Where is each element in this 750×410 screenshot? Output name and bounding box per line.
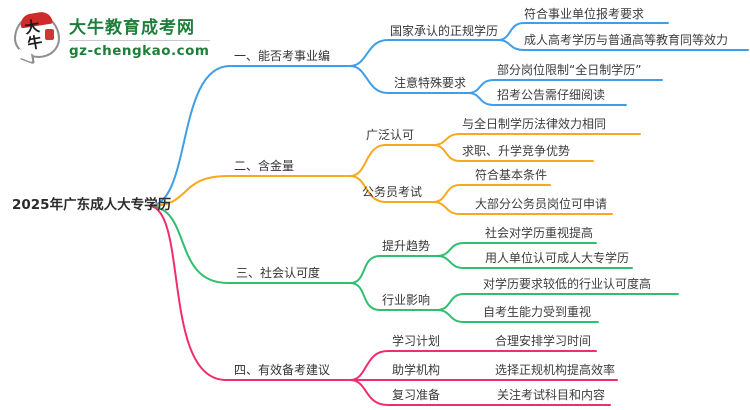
branch-3-connectors: [149, 205, 679, 323]
branch-4-connectors: [149, 205, 618, 406]
logo-seal-icon: 大牛: [14, 10, 60, 58]
branch-4-child-3-node: 复习准备: [392, 388, 441, 402]
branch-1-leaf-3: 部分岗位限制“全日制学历”: [497, 63, 642, 77]
branch-3-leaf-1: 社会对学历重视提高: [485, 226, 594, 240]
branch-1-leaf-2: 成人高考学历与普通高等教育同等效力: [524, 33, 729, 47]
branch-1-child-1-node: 国家承认的正规学历: [390, 24, 499, 38]
branch-1-leaf-4: 招考公告需仔细阅读: [497, 88, 606, 102]
branch-3-leaf-3: 对学历要求较低的行业认可度高: [483, 277, 652, 291]
branch-1-connectors: [149, 22, 749, 207]
logo-text-block: 大牛教育成考网 gz-chengkao.com: [69, 13, 210, 59]
branch-1-leaf-1: 符合事业单位报考要求: [524, 7, 645, 21]
branch-3-node: 三、社会认可度: [236, 266, 321, 280]
branch-2-node: 二、含金量: [234, 159, 295, 173]
branch-2-leaf-1: 与全日制学历法律效力相同: [462, 117, 607, 131]
logo-site-name: 大牛教育成考网: [69, 18, 195, 38]
branch-1-node: 一、能否考事业编: [234, 49, 331, 63]
mindmap-root-node: 2025年广东成人大专学历: [12, 197, 172, 213]
branch-4-child-1-node: 学习计划: [392, 334, 441, 348]
branch-3-child-1-node: 提升趋势: [382, 239, 431, 253]
branch-2-child-1-node: 广泛认可: [366, 128, 415, 142]
branch-4-leaf-3: 关注考试科目和内容: [497, 388, 606, 402]
seal-stamp-shape: [45, 29, 54, 40]
seal-text: 大牛: [21, 17, 45, 53]
branch-3-leaf-2: 用人单位认可成人大专学历: [485, 251, 630, 265]
site-logo: 大牛 大牛教育成考网 gz-chengkao.com: [14, 10, 210, 59]
branch-4-leaf-2: 选择正规机构提高效率: [495, 363, 616, 377]
branch-2-child-2-node: 公务员考试: [362, 185, 423, 199]
branch-2-leaf-4: 大部分公务员岗位可申请: [475, 197, 608, 211]
branch-3-child-2-node: 行业影响: [382, 293, 431, 307]
branch-2-connectors: [149, 133, 641, 215]
branch-2-leaf-2: 求职、升学竞争优势: [462, 144, 571, 158]
branch-4-child-2-node: 助学机构: [392, 363, 441, 377]
branch-2-leaf-3: 符合基本条件: [475, 168, 548, 182]
branch-4-leaf-1: 合理安排学习时间: [495, 334, 592, 348]
branch-3-leaf-4: 自考生能力受到重视: [483, 305, 592, 319]
branch-4-node: 四、有效备考建议: [234, 363, 331, 377]
logo-site-domain: gz-chengkao.com: [69, 40, 210, 59]
branch-1-child-2-node: 注意特殊要求: [394, 76, 467, 90]
